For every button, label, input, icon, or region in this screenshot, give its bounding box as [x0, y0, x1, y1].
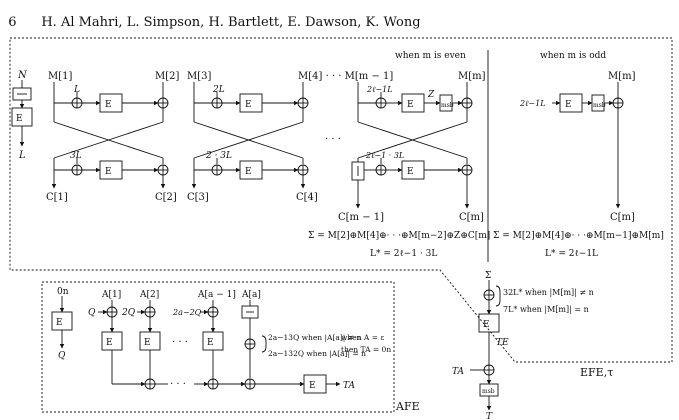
label-c2: C[2]	[155, 192, 177, 203]
label-aa: A[a]	[241, 290, 261, 300]
msb-label-odd: msb	[593, 102, 606, 109]
ek-label-af-final: E	[309, 381, 316, 391]
msb-label-even: msb	[441, 102, 454, 109]
label-m1: M[1]	[48, 71, 73, 82]
sigma-odd: Σ = M[2]⊕M[4]⊕· · ·⊕M[m−1]⊕M[m]	[493, 231, 664, 241]
label-c3: C[3]	[187, 192, 209, 203]
ek-label-te: E	[483, 320, 490, 330]
lstar-odd: L* = 2ℓ−1L	[545, 249, 598, 259]
af-q-out: Q	[58, 351, 66, 361]
te-ta-in: TA	[452, 367, 465, 377]
te-cond2: 7L* when |M[m]| = n	[503, 305, 589, 314]
label-cm1: C[m − 1]	[338, 212, 384, 223]
ek-label-af-key: E	[56, 318, 63, 328]
msb-label-te: msb	[482, 388, 495, 395]
af-dotted-frame	[41, 281, 395, 413]
te-sigma: Σ	[485, 271, 491, 281]
te-cond1: 32L* when |M[m]| ≠ n	[503, 288, 594, 297]
caption-odd: when m is odd	[540, 51, 606, 61]
dots-ef: · · ·	[325, 134, 341, 145]
label-ek-key: E	[16, 114, 23, 124]
af-mask-2a2q: 2a−2Q	[172, 308, 202, 317]
ek-label-2b: E	[245, 167, 252, 177]
ek-label-1b: E	[105, 167, 112, 177]
lstar-even: L* = 2ℓ−1 · 3L	[370, 249, 437, 259]
af-cond1: 2a−13Q when |A[a]| ≠ n	[268, 333, 361, 342]
te-label: TE	[496, 338, 509, 348]
label-m3: M[3]	[187, 71, 212, 82]
af-mask-q: Q	[88, 308, 96, 318]
af-ta-out: TA	[343, 381, 356, 391]
page-number: 6	[8, 15, 17, 30]
ek-label-af-2: E	[144, 338, 151, 348]
label-ef: EFE,τ	[580, 366, 613, 379]
label-mm-odd: M[m]	[608, 71, 636, 82]
sigma-even: Σ = M[2]⊕M[4]⊕· · ·⊕M[m−2]⊕Z⊕C[m]	[308, 231, 490, 241]
ek-label-odd: E	[565, 100, 572, 110]
label-n: N	[17, 70, 28, 81]
af-dots-1: · · ·	[172, 337, 188, 348]
caption-even: when m is even	[395, 51, 466, 61]
af-note2: then TA = 0n	[341, 345, 391, 354]
label-m4-dots: M[4] · · · M[m − 1]	[298, 71, 393, 82]
af-cond2: 2a−132Q when |A[a]| = n	[268, 349, 366, 358]
label-c1: C[1]	[46, 192, 68, 203]
mask-2-3l: 2 · 3L	[205, 151, 232, 161]
af-note1: when A = ε	[341, 333, 384, 342]
mask-2l: 2L	[212, 85, 225, 95]
ek-label-3b: E	[407, 167, 414, 177]
mask-2l-1-3l: 2ℓ−1 · 3L	[365, 151, 404, 160]
mask-2l-1-l: 2ℓ−1L	[366, 85, 393, 94]
ek-label-1a: E	[105, 100, 112, 110]
ek-label-af-3: E	[207, 338, 214, 348]
ek-label-2a: E	[245, 100, 252, 110]
label-a1: A[1]	[101, 290, 121, 300]
label-z: Z	[427, 90, 435, 100]
af-dots-2: · · ·	[170, 379, 186, 390]
ek-label-3a: E	[407, 100, 414, 110]
ek-label-af-1: E	[106, 338, 113, 348]
mask-l: L	[73, 85, 80, 95]
af-zero: 0n	[57, 287, 69, 297]
label-mm: M[m]	[458, 71, 486, 82]
label-aa1: A[a − 1]	[197, 290, 236, 300]
label-l-out: L	[18, 150, 26, 161]
af-mask-2q: 2Q	[121, 308, 136, 318]
mask-3l: 3L	[70, 151, 82, 161]
label-cm-odd: C[m]	[610, 212, 635, 223]
label-m2: M[2]	[155, 71, 180, 82]
ef-dotted-frame	[9, 37, 673, 363]
te-t-out: T	[486, 412, 493, 420]
label-c4: C[4]	[296, 192, 318, 203]
authors: H. Al Mahri, L. Simpson, H. Bartlett, E.…	[41, 15, 421, 30]
page-header: 6 H. Al Mahri, L. Simpson, H. Bartlett, …	[0, 0, 421, 30]
label-cm: C[m]	[459, 212, 484, 223]
af-label: AFE	[395, 400, 420, 413]
mask-odd: 2ℓ−1L	[519, 99, 546, 108]
label-a2: A[2]	[139, 290, 159, 300]
